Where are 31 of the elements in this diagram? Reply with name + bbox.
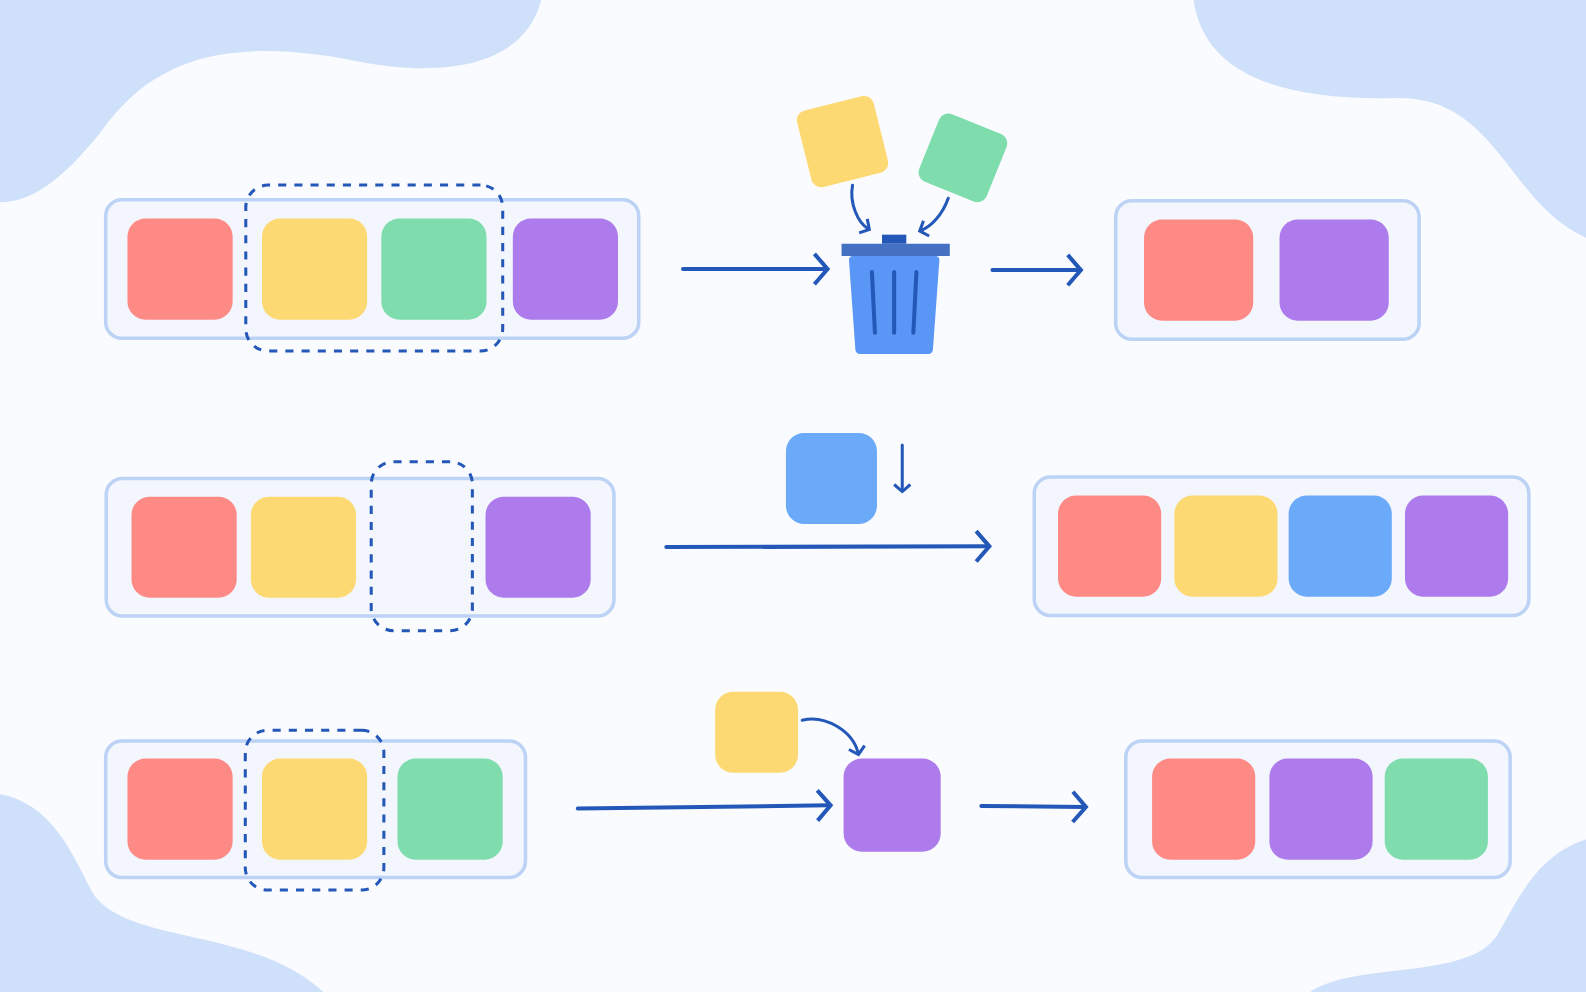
arrow [664,529,993,563]
color-square [1279,219,1389,321]
dashed-selection [369,460,474,633]
color-square [1288,495,1392,597]
arrow [800,717,866,757]
arrow [850,183,872,235]
arrow [990,253,1084,287]
dashed-selection [244,183,505,353]
color-square [512,218,619,320]
color-square [127,218,233,320]
color-square [1058,495,1162,597]
arrow [681,252,831,286]
arrow [917,196,950,238]
arrow [979,790,1089,824]
color-square [127,758,233,860]
color-square [1384,758,1488,860]
color-square [1174,495,1278,597]
dashed-selection [243,728,386,892]
color-square [1144,219,1254,321]
color-square [381,218,487,320]
color-square [1152,758,1256,860]
color-square [262,218,368,320]
color-square [485,496,591,598]
color-square [1404,495,1509,597]
color-square [397,758,503,860]
arrow [575,788,834,822]
color-square [262,758,368,860]
trash-can-drawing [841,234,950,354]
color-square [131,496,237,598]
color-square [250,496,357,598]
color-square [1269,758,1373,860]
